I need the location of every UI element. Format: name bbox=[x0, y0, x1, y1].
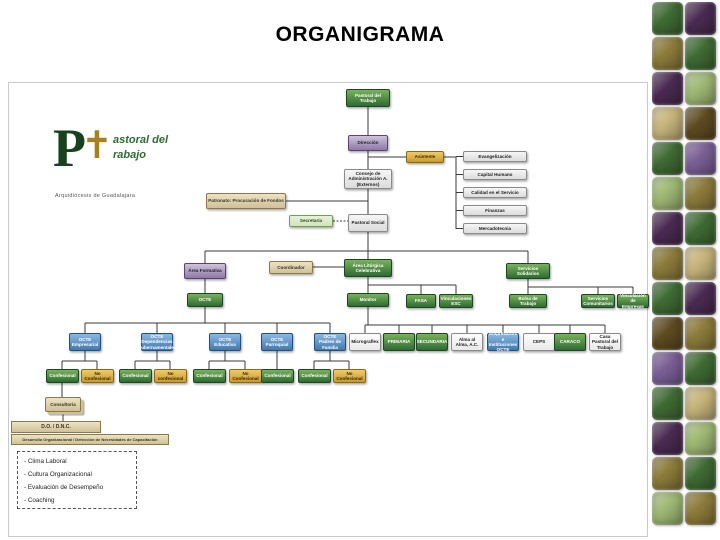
org-node-evangelizacion: Evangelización bbox=[463, 151, 527, 162]
mosaic-tile bbox=[652, 422, 683, 455]
org-node-monitor: Monitor bbox=[347, 293, 389, 307]
org-node-vinculacion-empresas: Vinculación de Empresas bbox=[617, 293, 649, 309]
org-node-octe-educativa: OCTE Educativa bbox=[209, 333, 241, 351]
mosaic-tile bbox=[652, 282, 683, 315]
mosaic-tile bbox=[652, 352, 683, 385]
mosaic-tile bbox=[685, 2, 716, 35]
logo-caption: Arquidiócesis de Guadalajara bbox=[55, 193, 136, 199]
org-node-direccion: Dirección bbox=[348, 135, 388, 151]
org-node-secretaria: Secretaría bbox=[289, 215, 333, 227]
org-node-consejo-administracion: Consejo de Administración A. (Externos) bbox=[344, 169, 392, 189]
org-node-capital-humano: Capital Humano bbox=[463, 169, 527, 180]
org-node-servicios-comunitarios: Servicios Comunitarios bbox=[581, 294, 615, 308]
org-node-octe: OCTE bbox=[187, 293, 223, 307]
org-node-consultoria: Consultoría bbox=[45, 397, 81, 412]
org-node-area-liturgica: Área Litúrgica Celebrativa bbox=[344, 259, 392, 277]
org-node-ceps: CEPS bbox=[523, 333, 555, 351]
cross-icon: ✝ bbox=[81, 125, 113, 167]
logo-line-2: rabajo bbox=[113, 148, 147, 161]
mosaic-tile bbox=[685, 72, 716, 105]
pastoral-trabajo-logo: P ✝ astoral del rabajo Arquidiócesis de … bbox=[51, 121, 191, 221]
logo-line-1: astoral del bbox=[113, 134, 169, 146]
org-node-no-confesional-5: No Confesional bbox=[333, 369, 366, 383]
mosaic-tile bbox=[652, 142, 683, 175]
list-item: Cultura Organizacional bbox=[24, 469, 130, 482]
org-node-empresarios-instituciones: Empresarios e Instituciones OCTE bbox=[487, 331, 519, 353]
org-node-no-confesional-2: No confesional bbox=[154, 369, 187, 383]
mosaic-tile bbox=[652, 492, 683, 525]
org-node-alma-al-alma: Alma al Alma, A.C. bbox=[451, 333, 483, 351]
logo-wordmark: astoral del rabajo bbox=[113, 133, 168, 163]
slide-title: ORGANIGRAMA bbox=[275, 23, 445, 46]
do-dnc-subtitle: Desarrollo Organizacional / Detección de… bbox=[11, 434, 169, 445]
org-node-bolsa-trabajo: Bolsa de Trabajo bbox=[509, 294, 547, 308]
org-node-confesional-1: Confesional bbox=[46, 369, 79, 383]
org-node-octe-padres: OCTE Padres de Familia bbox=[314, 333, 346, 351]
mosaic-tile bbox=[685, 142, 716, 175]
mosaic-tile bbox=[685, 352, 716, 385]
mosaic-tile bbox=[685, 107, 716, 140]
org-node-confesional-3: Confesional bbox=[193, 369, 226, 383]
mosaic-tile bbox=[652, 212, 683, 245]
org-node-confesional-4: Confesional bbox=[261, 369, 294, 383]
org-node-asistente: Asistente bbox=[406, 151, 444, 163]
org-node-no-confesional-1: No Confesional bbox=[81, 369, 114, 383]
org-node-patronato: Patronato: Procuración de Fondos bbox=[206, 193, 286, 209]
mosaic-tile bbox=[685, 387, 716, 420]
org-node-pastoral-trabajo: Pastoral del Trabajo bbox=[346, 89, 390, 107]
mosaic-tile bbox=[685, 37, 716, 70]
org-node-confesional-2: Confesional bbox=[119, 369, 152, 383]
org-node-octe-dependencias: OCTE Dependencias Gubernamentales bbox=[137, 333, 177, 351]
org-node-calidad-servicio: Calidad en el Servicio bbox=[463, 187, 527, 198]
mosaic-tile bbox=[652, 247, 683, 280]
org-node-mercadotecnia: Mercadotecnia bbox=[463, 223, 527, 234]
org-node-secundaria: SECUNDARIA bbox=[416, 333, 448, 351]
mosaic-tile bbox=[685, 247, 716, 280]
mosaic-tile bbox=[652, 37, 683, 70]
org-node-fasa: FASA bbox=[406, 294, 436, 308]
mosaic-tile bbox=[685, 282, 716, 315]
capacitacion-list-box: Clima LaboralCultura OrganizacionalEvalu… bbox=[17, 451, 137, 509]
mosaic-tile bbox=[685, 492, 716, 525]
org-node-area-formativa: Área Formativa bbox=[184, 263, 226, 279]
org-node-coordinador: Coordinador bbox=[269, 261, 313, 274]
list-item: Evaluación de Desempeño bbox=[24, 482, 130, 495]
decorative-mosaic-strip bbox=[650, 0, 720, 540]
capacitacion-list: Clima LaboralCultura OrganizacionalEvalu… bbox=[24, 456, 130, 508]
mosaic-tile bbox=[652, 2, 683, 35]
org-node-caraco: CARACO bbox=[554, 333, 586, 351]
org-node-servicios-solidarios: Servicios Solidarios bbox=[506, 263, 550, 279]
org-node-micrograflex: Micrograflex bbox=[349, 333, 381, 351]
org-node-octe-empresarial: OCTE Empresarial bbox=[69, 333, 101, 351]
mosaic-tile bbox=[685, 177, 716, 210]
mosaic-tile bbox=[685, 317, 716, 350]
org-node-no-confesional-3: No Confesional bbox=[229, 369, 262, 383]
org-node-vinculaciones-esc: Vinculaciones ESC bbox=[439, 294, 473, 308]
org-node-octe-parroquial: OCTE Parroquial bbox=[261, 333, 293, 351]
mosaic-tile bbox=[652, 177, 683, 210]
mosaic-tile bbox=[652, 387, 683, 420]
org-node-finanzas: Finanzas bbox=[463, 205, 527, 216]
org-chart-panel: P ✝ astoral del rabajo Arquidiócesis de … bbox=[8, 82, 649, 538]
logo-letter: P bbox=[53, 118, 86, 178]
do-dnc-box: D.O. / D.N.C. bbox=[11, 421, 101, 433]
org-node-casa-pastoral: Casa Pastoral del Trabajo bbox=[589, 333, 621, 351]
mosaic-tile bbox=[685, 422, 716, 455]
list-item: Coaching bbox=[24, 495, 130, 508]
mosaic-tile bbox=[652, 107, 683, 140]
connector-lines bbox=[61, 107, 634, 421]
mosaic-tile bbox=[685, 212, 716, 245]
org-node-pastoral-social: Pastoral Social bbox=[348, 214, 388, 232]
mosaic-tile bbox=[652, 457, 683, 490]
mosaic-tile bbox=[685, 457, 716, 490]
org-node-primaria: PRIMARIA bbox=[383, 333, 415, 351]
mosaic-tile bbox=[652, 317, 683, 350]
list-item: Clima Laboral bbox=[24, 456, 130, 469]
org-node-confesional-5: Confesional bbox=[298, 369, 331, 383]
mosaic-tile bbox=[652, 72, 683, 105]
